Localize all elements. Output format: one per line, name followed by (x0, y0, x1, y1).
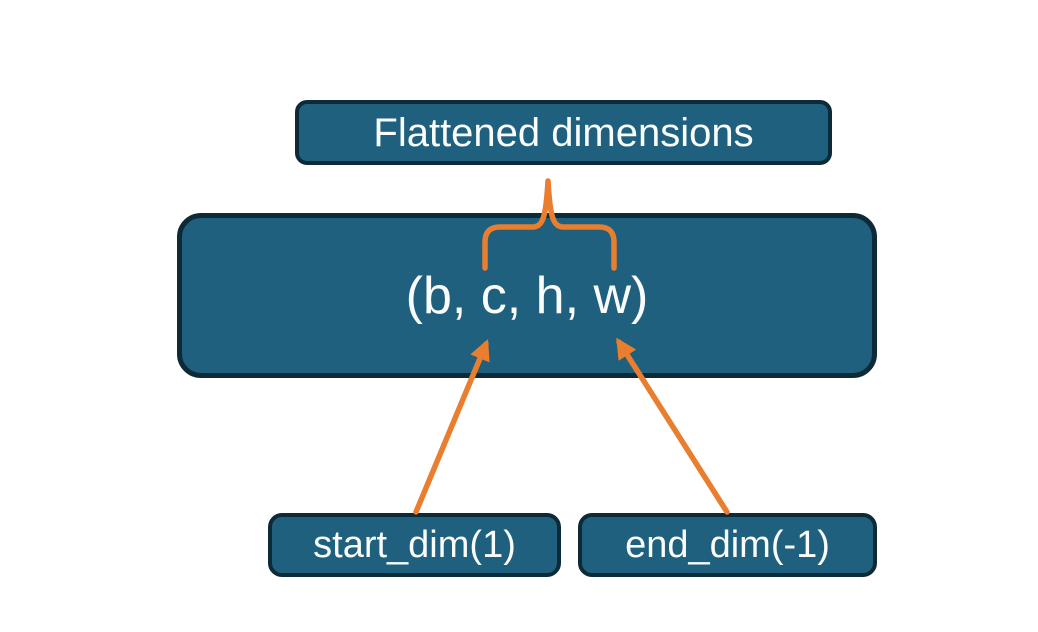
end-dim-label: end_dim(-1) (625, 524, 830, 566)
tensor-shape-label: (b, c, h, w) (405, 266, 649, 325)
node-flattened-dimensions: Flattened dimensions (295, 100, 832, 165)
node-end-dim: end_dim(-1) (578, 513, 877, 577)
node-start-dim: start_dim(1) (268, 513, 561, 577)
node-tensor-shape: (b, c, h, w) (177, 213, 877, 378)
flattened-dimensions-label: Flattened dimensions (373, 110, 754, 155)
start-dim-label: start_dim(1) (313, 524, 516, 566)
